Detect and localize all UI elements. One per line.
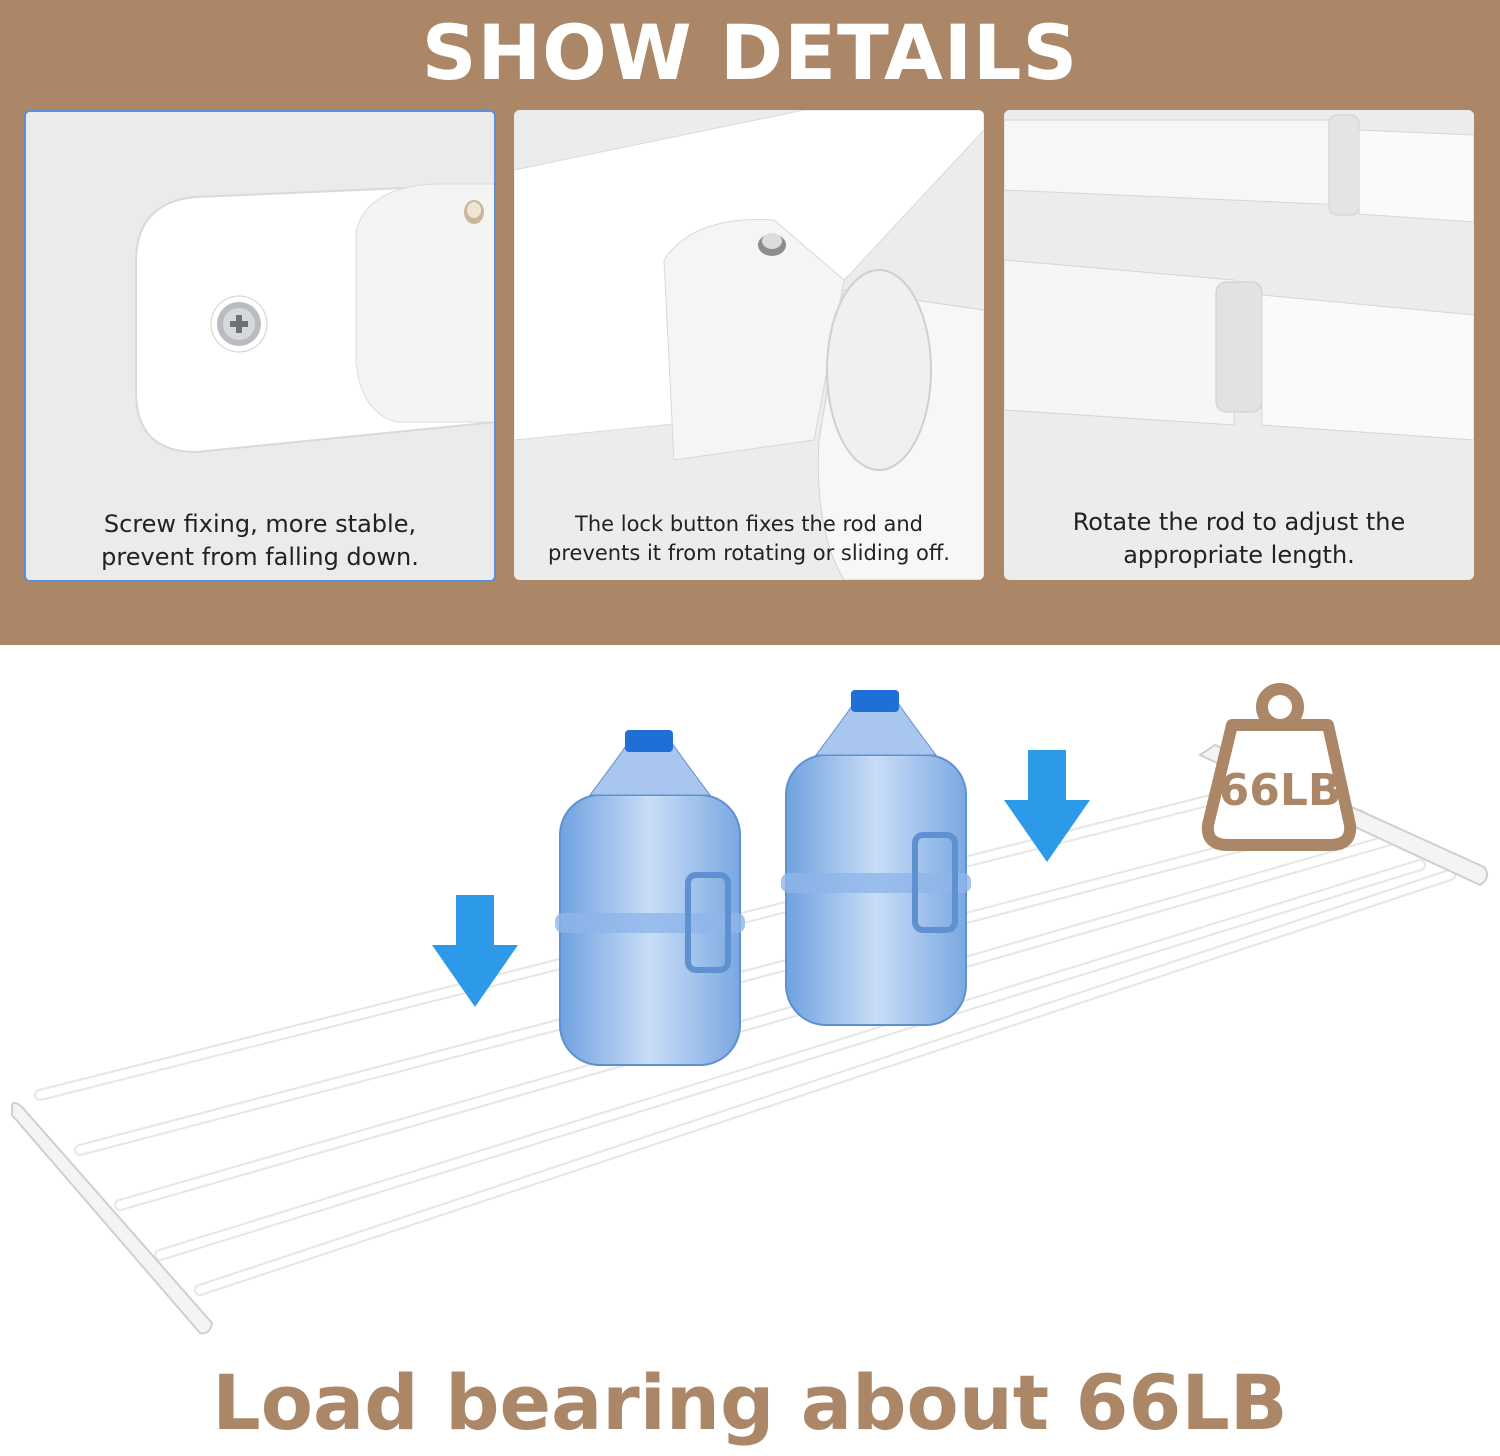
screw-bracket-photo: [26, 112, 494, 580]
detail-panel-rod-length: Rotate the rod to adjust the appropriate…: [1004, 110, 1474, 580]
panel-caption: Rotate the rod to adjust the appropriate…: [1072, 508, 1406, 569]
weight-icon: 66LB: [1201, 683, 1357, 851]
rod-joint-photo: [1004, 110, 1474, 580]
down-arrow-icon: [432, 895, 518, 1007]
detail-panel-screw: Screw fixing, more stable, prevent from …: [24, 110, 496, 582]
lock-button-photo: [514, 110, 984, 580]
water-jug-icon: [555, 730, 745, 1066]
water-jug-icon: [781, 690, 971, 1026]
panel-caption: The lock button fixes the rod and preven…: [548, 512, 950, 565]
shelf-load-illustration: 66LB: [11, 683, 1489, 1335]
panel-caption: Screw fixing, more stable, prevent from …: [101, 510, 419, 571]
left-wall-bracket: [11, 1101, 214, 1335]
down-arrow-icon: [1004, 750, 1090, 862]
shelf-rods: [34, 764, 1456, 1296]
load-bearing-title: Load bearing about 66LB: [212, 1358, 1288, 1447]
weight-label: 66LB: [1219, 765, 1342, 816]
detail-panel-lock-button: The lock button fixes the rod and preven…: [514, 110, 984, 580]
page-title: SHOW DETAILS: [421, 8, 1079, 97]
